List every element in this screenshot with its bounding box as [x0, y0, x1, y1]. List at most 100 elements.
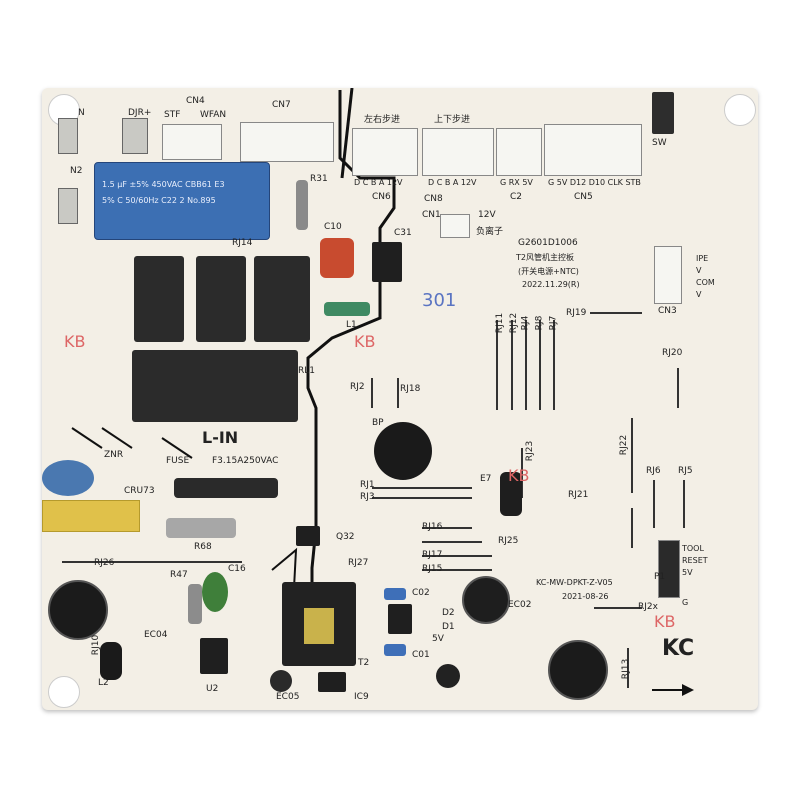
cn3-pin-2: V [696, 266, 702, 275]
label-r68: R68 [194, 542, 212, 552]
label-rl1: RL1 [298, 366, 315, 376]
label-cn8: CN8 [424, 194, 443, 204]
capacitor-c10 [320, 238, 354, 278]
label-e7: E7 [480, 474, 492, 484]
label-q32: Q32 [336, 532, 355, 542]
label-c01: C01 [412, 650, 430, 660]
connector-cn4 [162, 124, 222, 160]
resistor-r68 [166, 518, 236, 538]
label-wfan: WFAN [200, 110, 227, 120]
label-rj4: RJ4 [520, 315, 531, 331]
p1-pin-3: 5V [682, 568, 693, 577]
label-n: N [78, 108, 85, 118]
label-rj18: RJ18 [400, 384, 421, 394]
label-rj20: RJ20 [662, 348, 683, 358]
part-date: 2022.11.29(R) [522, 280, 580, 289]
inductor-l1 [324, 302, 370, 316]
cn5-pins: G 5V D12 D10 CLK STB [548, 178, 641, 187]
label-znr: ZNR [104, 450, 124, 460]
label-lr-step: 左右步进 [364, 115, 401, 125]
label-l-in: L-IN [202, 428, 239, 447]
part-number: G2601D1006 [518, 238, 578, 248]
capacitor-c01 [384, 644, 406, 656]
capacitor-text-2: 5% C 50/60Hz C22 2 No.895 [102, 196, 216, 205]
regulator-ic [388, 604, 412, 634]
label-p1: P1 [654, 572, 666, 582]
label-cn1: CN1 [422, 210, 441, 220]
ic-q32 [296, 526, 320, 546]
c2-pins: G RX 5V [500, 178, 533, 187]
label-cn6: CN6 [372, 192, 391, 202]
relay-3 [254, 256, 310, 342]
ic-c31 [372, 242, 402, 282]
label-d1: D1 [442, 622, 455, 632]
label-rj27: RJ27 [348, 558, 369, 568]
buzzer-bp [374, 422, 432, 480]
relay-1 [134, 256, 184, 342]
label-rj25: RJ25 [498, 536, 519, 546]
label-c02: C02 [412, 588, 430, 598]
p1-pin-4: G [682, 598, 689, 607]
ic-ic9 [318, 672, 346, 692]
label-neg-ion: 负离子 [476, 227, 504, 237]
label-ec04: EC04 [144, 630, 168, 640]
spade-terminal-djr [122, 118, 148, 154]
connector-cn7 [240, 122, 334, 162]
label-rj2x: RJ2x [638, 602, 658, 612]
x-capacitor [42, 500, 140, 532]
label-rj3: RJ3 [360, 492, 375, 502]
relay-2 [196, 256, 246, 342]
connector-cn6 [352, 128, 418, 176]
model-date: 2021-08-26 [562, 592, 609, 601]
capacitor-large-2 [548, 640, 608, 700]
part-desc-2: (开关电源+NTC) [518, 267, 579, 276]
watermark-kb-3: KB [508, 466, 530, 485]
label-12v: 12V [478, 210, 496, 220]
connector-cn1 [440, 214, 470, 238]
switch-sw [652, 92, 674, 134]
label-ud-step: 上下步进 [434, 115, 471, 125]
connector-c2 [496, 128, 542, 176]
watermark-kb-1: KB [64, 332, 86, 351]
label-cru73: CRU73 [124, 486, 155, 496]
connector-cn5 [544, 124, 642, 176]
transformer-core [304, 608, 334, 644]
part-desc-1: T2风管机主控板 [516, 253, 574, 262]
cbb-capacitor [94, 162, 270, 240]
mounting-hole [724, 94, 756, 126]
watermark-kb-2: KB [354, 332, 376, 351]
cn6-pins: D C B A 12V [354, 178, 403, 187]
spade-terminal-n [58, 118, 78, 154]
label-rj15: RJ15 [422, 564, 443, 574]
label-ec05: EC05 [276, 692, 300, 702]
label-rj14: RJ14 [232, 238, 253, 248]
connector-p1 [658, 540, 680, 598]
capacitor-c02 [384, 588, 406, 600]
capacitor-c16 [202, 572, 228, 612]
fuse-f1 [174, 478, 278, 498]
label-fuse: FUSE [166, 456, 190, 466]
label-r47: R47 [170, 570, 188, 580]
circuit-board: N N2 DJR+ CN4 STF WFAN CN7 1.5 μF ±5% 45… [42, 88, 758, 710]
watermark-kb-4: KB [654, 612, 676, 631]
mounting-hole [48, 676, 80, 708]
p1-pin-2: RESET [682, 556, 708, 565]
label-bp: BP [372, 418, 384, 428]
cn3-pin-1: IPE [696, 254, 709, 263]
label-rj23: RJ23 [525, 440, 536, 462]
label-rj26: RJ26 [94, 558, 115, 568]
label-sw: SW [652, 138, 667, 148]
ic-u2 [200, 638, 228, 674]
label-n2: N2 [70, 166, 83, 176]
label-t2: T2 [358, 658, 370, 668]
label-5v: 5V [432, 634, 444, 644]
label-fuse-rating: F3.15A250VAC [212, 456, 279, 466]
capacitor-e7 [500, 472, 522, 516]
label-rj2: RJ2 [350, 382, 365, 392]
connector-cn3 [654, 246, 682, 304]
label-rj13: RJ13 [621, 658, 632, 680]
resistor-r47 [188, 584, 202, 624]
label-l1: L1 [346, 320, 357, 330]
label-cn5: CN5 [574, 192, 593, 202]
label-rj21: RJ21 [568, 490, 589, 500]
